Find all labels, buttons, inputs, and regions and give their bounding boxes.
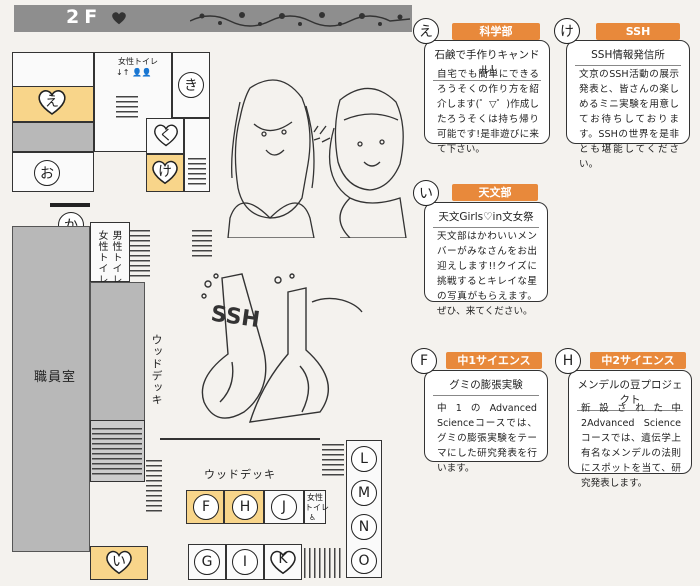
restroom-3-label: 女性 xyxy=(307,493,323,502)
room-o2-label[interactable]: O xyxy=(351,548,377,574)
heart-outline-icon xyxy=(270,550,296,575)
floor-label: 2F xyxy=(66,6,103,28)
card-title: 天文Girls♡in文女祭 xyxy=(433,209,539,228)
room-i2-label: I xyxy=(232,549,258,575)
stairs xyxy=(304,548,342,578)
heart-outline-icon xyxy=(106,550,132,575)
card-badge: い xyxy=(413,180,439,206)
card-badge: け xyxy=(554,18,580,44)
floor-banner: 2F xyxy=(14,5,412,32)
mens-restroom xyxy=(90,222,130,282)
stairs xyxy=(322,444,344,478)
restroom-3-label-2: トイレ xyxy=(305,503,329,512)
card-title: 石鹸で手作りキャンドル! xyxy=(433,47,541,81)
room-k-label: K xyxy=(268,548,298,576)
girls-illustration xyxy=(227,79,407,238)
staff-room[interactable] xyxy=(12,226,90,552)
room-h-label: H xyxy=(232,494,258,520)
wood-deck-vertical-label: ウッドデッキ xyxy=(150,334,163,406)
door-bar xyxy=(50,203,90,207)
wood-deck-horizontal-label: ウッドデッキ xyxy=(204,468,276,481)
mens-restroom-label: 男性トイレ xyxy=(110,230,121,285)
room-e-label: え xyxy=(36,88,68,116)
room-g-label: G xyxy=(194,549,220,575)
womens-restroom-label: 女性トイレ xyxy=(118,57,158,66)
stairs xyxy=(188,158,206,186)
room-ke-label: け xyxy=(150,158,180,186)
room-l-label[interactable]: L xyxy=(351,446,377,472)
card-title: SSH情報発信所 xyxy=(575,47,681,66)
vine-decoration xyxy=(190,12,410,27)
room-ku-label: く xyxy=(152,122,180,148)
heart-outline-icon xyxy=(154,124,178,147)
room-o-label: お xyxy=(34,160,60,186)
womens-restroom-label-2: 女性トイレ xyxy=(96,230,107,285)
card-body: 天文部はかわいいメンバーがみなさんをお出迎えします!!クイズに挑戦するとキレイな… xyxy=(437,231,537,317)
stairs xyxy=(116,96,138,118)
card-body: 自宅でも簡単にできるろうそくの作り方を紹介します(゜▽゜)作成したろうそくは持ち… xyxy=(437,69,539,155)
stairs xyxy=(130,230,150,278)
heart-outline-icon xyxy=(152,160,178,185)
stairs xyxy=(92,428,142,478)
card-tag: 科学部 xyxy=(452,23,540,40)
card-tag: 天文部 xyxy=(452,184,538,201)
card-body: 新設された中2Advanced Scienceコースでは、遺伝学上有名なメンデル… xyxy=(581,403,681,489)
card-tag: SSH xyxy=(596,23,680,40)
room-j-label: J xyxy=(271,494,297,520)
room-f-label: F xyxy=(193,494,219,520)
card-title: メンデルの豆プロジェクト xyxy=(577,377,683,411)
staff-room-label: 職員室 xyxy=(34,370,77,385)
card-body: 文京のSSH活動の展示発表と、皆さんの楽しめるミニ実験を用意してお待ちしておりま… xyxy=(579,69,679,170)
accessible-icon: ♿ xyxy=(309,513,317,522)
card-title: グミの膨張実験 xyxy=(433,377,539,396)
restroom-3 xyxy=(304,490,326,524)
card-badge: F xyxy=(411,348,437,374)
heart-outline-icon xyxy=(38,90,66,115)
room-i-label: い xyxy=(104,548,134,576)
room-e-lower xyxy=(12,122,94,152)
room-ku[interactable] xyxy=(146,118,184,154)
flask-text: SSH xyxy=(209,302,261,334)
flask-illustration: SSH xyxy=(201,273,363,423)
room-ki-label: き xyxy=(178,72,204,98)
card-badge: H xyxy=(555,348,581,374)
card-science-club: 石鹸で手作りキャンドル! 自宅でも簡単にできるろうそくの作り方を紹介します(゜▽… xyxy=(424,40,550,155)
card-grade2-science: メンデルの豆プロジェクト 新設された中2Advanced Scienceコースで… xyxy=(568,370,692,489)
heart-icon xyxy=(112,12,126,25)
room-m-label[interactable]: M xyxy=(351,480,377,506)
stairs xyxy=(192,230,212,260)
floor-map: え 女性トイレ ↓↑ 👤👤 き く け お か 男性トイレ 女性トイレ 職員室 … xyxy=(12,52,382,580)
stairs xyxy=(146,460,162,512)
card-body: 中1のAdvanced Scienceコースでは、グミの膨張実験をテーマにした研… xyxy=(437,403,537,474)
room-n-label[interactable]: N xyxy=(351,514,377,540)
corridor-wall xyxy=(160,438,320,440)
card-tag: 中2サイエンス xyxy=(590,352,686,369)
card-astronomy: 天文Girls♡in文女祭 天文部はかわいいメンバーがみなさんをお出迎えします!… xyxy=(424,202,548,317)
card-tag: 中1サイエンス xyxy=(446,352,542,369)
restroom-icon: ↓↑ 👤👤 xyxy=(116,68,152,77)
card-ssh: SSH情報発信所 文京のSSH活動の展示発表と、皆さんの楽しめるミニ実験を用意し… xyxy=(566,40,690,170)
card-badge: え xyxy=(413,18,439,44)
card-grade1-science: グミの膨張実験 中1のAdvanced Scienceコースでは、グミの膨張実験… xyxy=(424,370,548,474)
